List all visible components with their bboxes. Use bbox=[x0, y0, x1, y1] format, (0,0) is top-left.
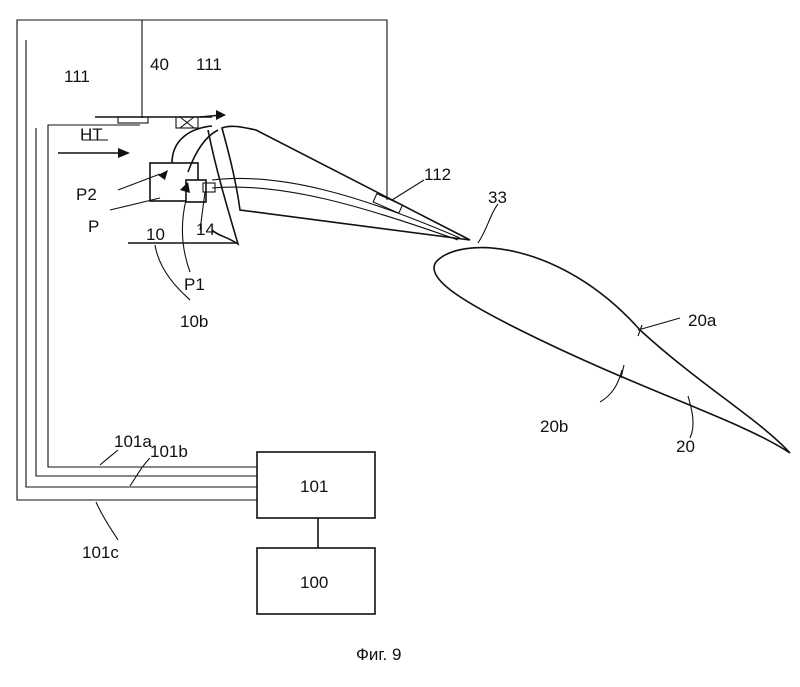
figure-caption: Фиг. 9 bbox=[356, 645, 401, 664]
ref-P2: P2 bbox=[76, 185, 97, 204]
ref-111-right: 111 bbox=[196, 55, 222, 74]
ref-20: 20 bbox=[676, 437, 695, 456]
ref-101c: 101c bbox=[82, 543, 119, 562]
ref-112: 112 bbox=[424, 165, 451, 184]
ht-flow-arrow bbox=[58, 139, 130, 158]
ref-P: P bbox=[88, 217, 99, 236]
box-101-group bbox=[256, 451, 376, 615]
leaders-101 bbox=[95, 449, 151, 541]
ref-101b: 101b bbox=[150, 442, 188, 461]
box-P bbox=[149, 125, 219, 203]
conduit-101c bbox=[16, 19, 388, 501]
leaders-P bbox=[109, 173, 206, 273]
ref-HT: HT bbox=[80, 125, 103, 144]
leader-33 bbox=[477, 203, 499, 244]
ref-10b: 10b bbox=[180, 312, 208, 331]
slat-body bbox=[207, 125, 471, 246]
wing-profile-20 bbox=[433, 246, 791, 454]
plate-10 bbox=[128, 242, 236, 301]
ref-14: 14 bbox=[196, 220, 215, 239]
ref-20a: 20a bbox=[688, 311, 717, 330]
ref-P1: P1 bbox=[184, 275, 205, 294]
conduit-101b bbox=[25, 40, 257, 488]
plate-111 bbox=[95, 110, 226, 129]
ref-40: 40 bbox=[150, 55, 169, 74]
box-101-label: 101 bbox=[300, 477, 328, 496]
conduit-101a bbox=[35, 124, 257, 477]
ref-111-left: 111 bbox=[64, 67, 90, 86]
ref-33: 33 bbox=[488, 188, 507, 207]
ref-101a: 101a bbox=[114, 432, 152, 451]
ref-10: 10 bbox=[146, 225, 165, 244]
box-100-label: 100 bbox=[300, 573, 328, 592]
ref-20b: 20b bbox=[540, 417, 568, 436]
